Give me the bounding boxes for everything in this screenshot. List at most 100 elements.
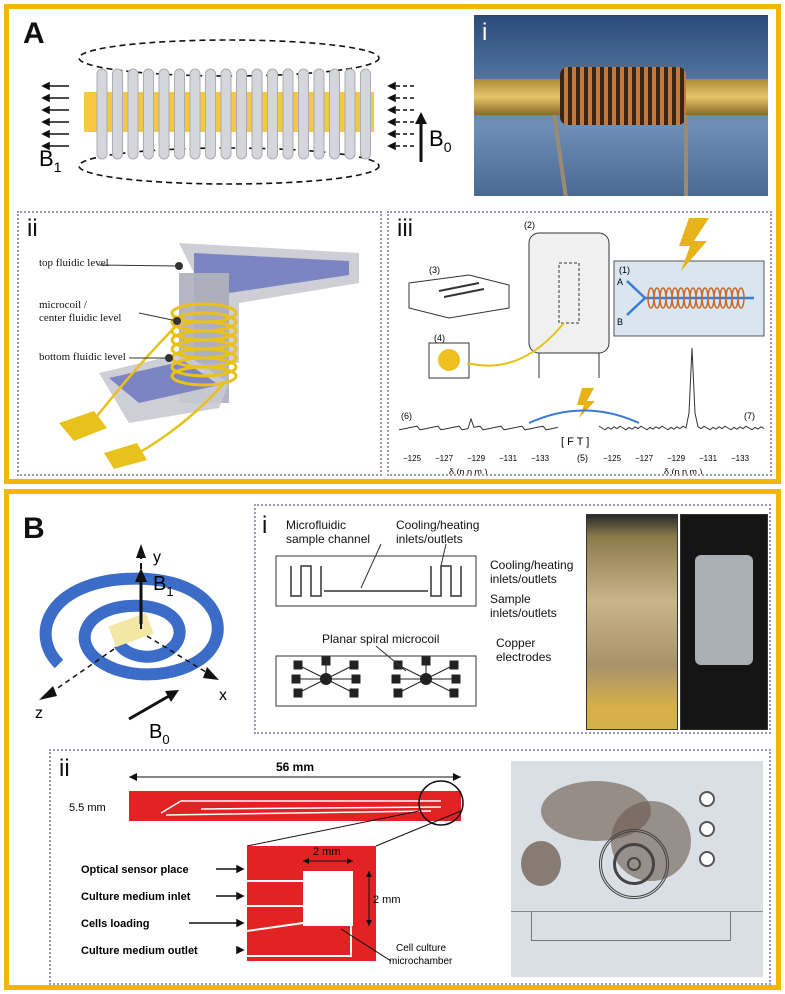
coil-photo: i bbox=[474, 15, 768, 196]
axis-right-label: δ (p.p.m.) bbox=[664, 467, 703, 476]
field-arrowhead-right bbox=[387, 93, 396, 103]
culture-outlet-label: Culture medium outlet bbox=[81, 945, 198, 957]
electrode-pad bbox=[349, 660, 359, 670]
cooling-label-1a: Cooling/heating bbox=[396, 518, 480, 532]
label-6: (6) bbox=[401, 411, 412, 421]
field-arrowhead-right bbox=[387, 117, 396, 127]
spiral-b1-label: B1 bbox=[153, 573, 174, 599]
b1-label: B1 bbox=[39, 146, 62, 175]
2mm-vertical-label: 2 mm bbox=[373, 894, 401, 906]
b0-label: B0 bbox=[429, 126, 452, 155]
coil-turn bbox=[360, 68, 371, 160]
port-a-label: A bbox=[617, 277, 623, 287]
inset-coil-turn bbox=[737, 287, 745, 309]
2mm-horizontal-label: 2 mm bbox=[313, 846, 341, 858]
width-56mm-label: 56 mm bbox=[276, 760, 314, 774]
coil-turn bbox=[220, 68, 232, 160]
electrode-pad bbox=[293, 688, 303, 698]
nmr-setup-diagram: −125−127−129−131−133 −125−127−129−131−13… bbox=[398, 218, 765, 476]
copper-label-1: Copper bbox=[496, 636, 536, 650]
spectrum-left-tick: −133 bbox=[531, 454, 550, 463]
micrograph-photo bbox=[511, 761, 763, 977]
microcoil-turn bbox=[170, 365, 238, 387]
sample-label-1: Sample bbox=[490, 592, 531, 606]
coil-turn bbox=[127, 68, 139, 160]
panel-b-label: B bbox=[23, 512, 45, 545]
coil-turn bbox=[158, 68, 170, 160]
field-arrowhead-left bbox=[41, 81, 50, 91]
microcoil-label: microcoil / bbox=[39, 299, 87, 311]
chamber-label-2: microchamber bbox=[389, 956, 453, 967]
field-arrowhead-left bbox=[41, 129, 50, 139]
spectrum-right-tick: −133 bbox=[731, 454, 750, 463]
sub-i-label: i bbox=[482, 19, 488, 46]
electrode-pad bbox=[451, 674, 461, 684]
sub-b-i-label: i bbox=[262, 512, 268, 539]
culture-chip-diagram: 56 mm 5.5 mm 2 mm 2 mm Optical sensor pl… bbox=[69, 760, 464, 967]
electrode-trace bbox=[397, 664, 427, 680]
cells-loading-label: Cells loading bbox=[81, 918, 149, 930]
ft-label: [ F T ] bbox=[561, 436, 589, 448]
coil-turn bbox=[189, 68, 201, 160]
culture-inlet-label: Culture medium inlet bbox=[81, 891, 191, 903]
coil-turn bbox=[313, 68, 325, 160]
spectrum-right-tick: −125 bbox=[603, 454, 622, 463]
coil-turn bbox=[143, 68, 154, 160]
coil-turn bbox=[282, 68, 294, 160]
sub-panel-b-ii: ii bbox=[49, 749, 771, 985]
y-axis-label: y bbox=[153, 549, 161, 566]
cooling-label-2a: Cooling/heating bbox=[490, 558, 574, 572]
spectrum-right-tick: −131 bbox=[699, 454, 718, 463]
electrode-pad bbox=[449, 688, 459, 698]
electrode-pad bbox=[449, 660, 459, 670]
sub-panel-ii: ii top fluidic level microcoil / center … bbox=[17, 211, 382, 476]
sub-b-ii-label: ii bbox=[59, 755, 70, 782]
center-fluidic-level-label: center fluidic level bbox=[39, 312, 122, 324]
sub-ii-label: ii bbox=[27, 215, 38, 242]
microcoil-turn bbox=[170, 356, 238, 378]
chip-photo-1 bbox=[586, 514, 678, 730]
coil-turn bbox=[112, 68, 123, 160]
sub-panel-b-i: i Microfluidic sample channel Cooling/he… bbox=[254, 504, 771, 734]
field-arrowhead-left bbox=[41, 117, 50, 127]
label-3: (3) bbox=[429, 265, 440, 275]
coil-turn bbox=[298, 68, 309, 160]
coil-turn bbox=[329, 68, 340, 160]
electrode-trace bbox=[425, 664, 455, 680]
electrode-pad bbox=[391, 674, 401, 684]
planar-spiral-diagram: y x z B1 B0 bbox=[35, 544, 227, 747]
channel-label-2: sample channel bbox=[286, 532, 371, 546]
coil-turn bbox=[96, 68, 108, 160]
port-b-label: B bbox=[617, 317, 623, 327]
cooling-label-1b: inlets/outlets bbox=[396, 532, 463, 546]
electrode-trace bbox=[297, 678, 327, 694]
field-arrowhead-left bbox=[41, 105, 50, 115]
coil-turn bbox=[251, 68, 263, 160]
chamber-label-1: Cell culture bbox=[396, 943, 446, 954]
panel-a-label: A bbox=[23, 17, 45, 50]
electrode-pad bbox=[291, 674, 301, 684]
bottom-fluidic-level-label: bottom fluidic level bbox=[39, 351, 126, 363]
electrode-pad bbox=[393, 688, 403, 698]
electrode-trace bbox=[425, 678, 455, 694]
electrode-trace bbox=[397, 678, 427, 694]
multilevel-microcoil-diagram bbox=[59, 243, 359, 469]
chip-schematic bbox=[275, 543, 477, 707]
chip-photo-2 bbox=[680, 514, 768, 730]
electrode-pad bbox=[421, 656, 431, 666]
field-arrowhead-right bbox=[387, 81, 396, 91]
sub-panel-iii: iii bbox=[387, 211, 772, 476]
electrode-pad bbox=[321, 656, 331, 666]
electrode-pad bbox=[351, 674, 361, 684]
panel-b: B y x z B1 B0 i bbox=[4, 489, 781, 990]
sample-label-2: inlets/outlets bbox=[490, 606, 557, 620]
sub-iii-label: iii bbox=[397, 215, 413, 242]
spectrum-left-tick: −131 bbox=[499, 454, 518, 463]
spectrum-left-tick: −129 bbox=[467, 454, 486, 463]
spiral-b0-label: B0 bbox=[149, 721, 170, 747]
spectrum-right-tick: −129 bbox=[667, 454, 686, 463]
x-axis-label: x bbox=[219, 687, 227, 704]
electrode-trace bbox=[325, 678, 355, 694]
field-arrowhead-left bbox=[41, 141, 50, 151]
height-5-5mm-label: 5.5 mm bbox=[69, 802, 106, 814]
